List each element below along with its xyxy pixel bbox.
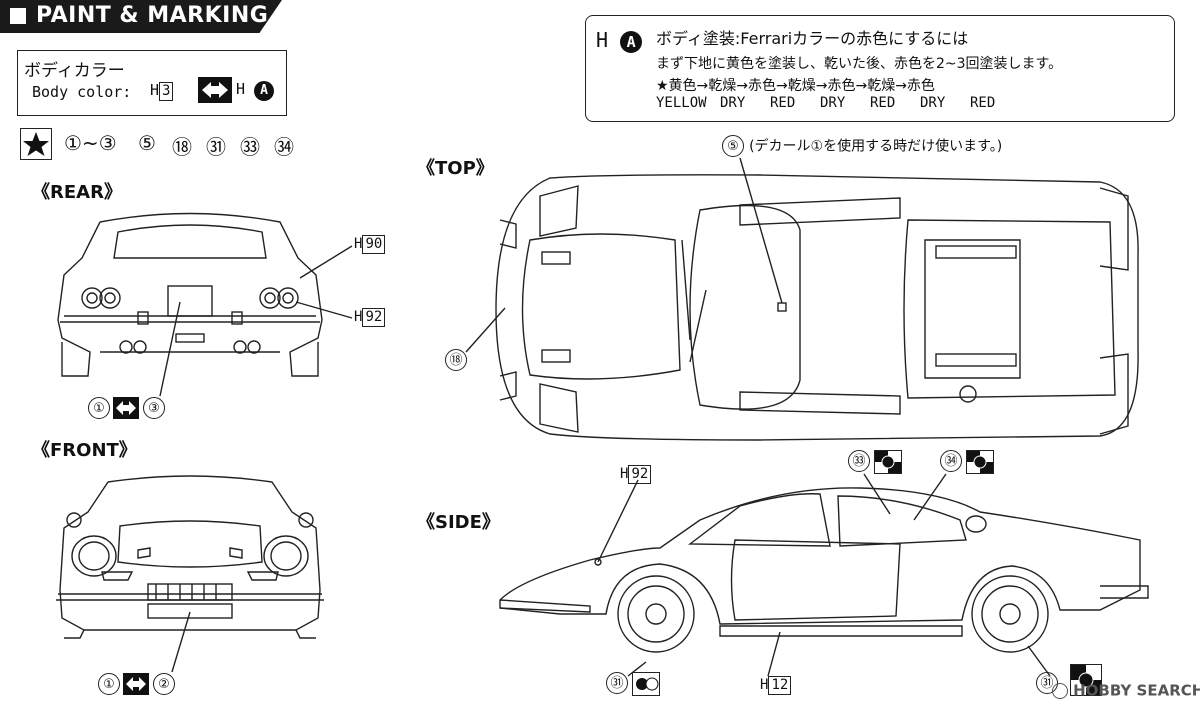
rear-decal-1: ① bbox=[88, 397, 110, 419]
star-item-4: ㉛ bbox=[206, 135, 226, 159]
top-decal5-note: (デカール①を使用する時だけ使います。) bbox=[749, 138, 1003, 155]
body-color-label-en: Body color: bbox=[32, 83, 132, 101]
watermark-text: HOBBY SEARCH bbox=[1073, 681, 1200, 700]
instruction-line2: まず下地に黄色を塗装し、乾いた後、赤色を2~3回塗装します。 bbox=[656, 56, 1063, 72]
top-decal-5: ⑤ bbox=[722, 135, 744, 157]
side-view-drawing bbox=[499, 473, 1149, 677]
front-decal-1: ① bbox=[98, 673, 120, 695]
view-title-rear: 《REAR》 bbox=[32, 182, 122, 203]
instruction-line1: ボディ塗装:Ferrariカラーの赤色にするには bbox=[656, 29, 969, 48]
rear-decal-3: ③ bbox=[143, 397, 165, 419]
star-item-6: ㉞ bbox=[274, 135, 294, 159]
front-view-drawing bbox=[56, 475, 324, 673]
mix-arrow-icon bbox=[198, 77, 232, 103]
top-decal-18: ⑱ bbox=[445, 349, 467, 371]
ha-letter-icon: A bbox=[254, 81, 275, 101]
side-decal33-swatch-icon bbox=[874, 450, 902, 474]
section-header: PAINT & MARKING bbox=[0, 0, 282, 33]
instruction-code: H A bbox=[596, 28, 643, 53]
watermark: HOBBY SEARCH bbox=[1052, 680, 1200, 700]
star-item-1: ①~③ bbox=[64, 131, 117, 155]
body-color-ha: H A bbox=[236, 80, 275, 101]
side-decal31a-swatch-icon bbox=[632, 672, 660, 696]
front-decal-2: ② bbox=[153, 673, 175, 695]
rear-mix-arrow-icon bbox=[113, 397, 139, 419]
side-decal-31a: ㉛ bbox=[606, 672, 628, 694]
star-item-3: ⑱ bbox=[172, 135, 192, 159]
front-mix-arrow-icon bbox=[123, 673, 149, 695]
rear-view-drawing bbox=[57, 212, 353, 397]
side-decal-34: ㉞ bbox=[940, 450, 962, 472]
instruction-line3: ★黄色→乾燥→赤色→乾燥→赤色→乾燥→赤色 bbox=[656, 78, 935, 94]
watermark-logo-icon bbox=[1052, 682, 1068, 699]
view-title-front: 《FRONT》 bbox=[32, 440, 137, 461]
side-decal34-swatch-icon bbox=[966, 450, 994, 474]
h3-number: 3 bbox=[159, 82, 174, 101]
side-decal-33: ㉝ bbox=[848, 450, 870, 472]
star-item-2: ⑤ bbox=[138, 131, 156, 155]
front-decal-callout: ① ② bbox=[98, 672, 188, 698]
rear-decal-callout: ① ③ bbox=[88, 396, 178, 422]
header-square-icon bbox=[10, 8, 26, 24]
side-decal31b-swatch-icon bbox=[1070, 664, 1102, 696]
top-decal5-callout: ⑤ (デカール①を使用する時だけ使います。) bbox=[722, 135, 1002, 159]
star-box-icon bbox=[20, 128, 52, 160]
instruction-a-icon: A bbox=[620, 31, 643, 53]
header-title: PAINT & MARKING bbox=[36, 3, 269, 28]
view-title-top: 《TOP》 bbox=[417, 158, 494, 179]
instruction-box: H A ボディ塗装:Ferrariカラーの赤色にするには まず下地に黄色を塗装し… bbox=[585, 15, 1175, 122]
star-item-5: ㉝ bbox=[240, 135, 260, 159]
view-title-side: 《SIDE》 bbox=[417, 512, 500, 533]
body-color-label-jp: ボディカラー bbox=[24, 61, 125, 81]
top-view-drawing bbox=[465, 157, 1139, 441]
